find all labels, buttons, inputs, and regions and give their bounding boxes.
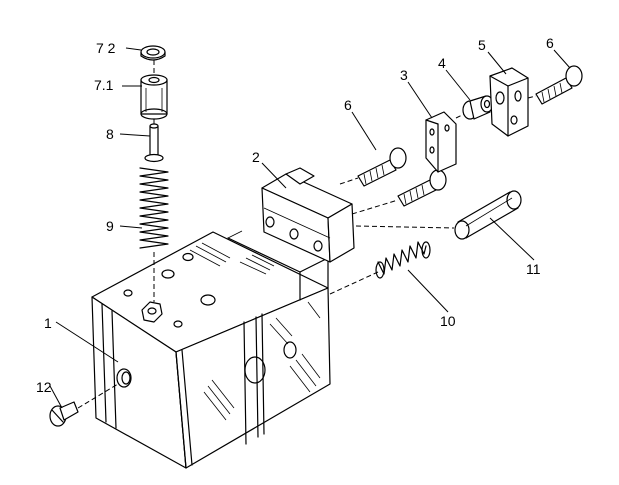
label-part-12: 12 bbox=[36, 379, 52, 395]
label-part-5: 5 bbox=[478, 37, 486, 53]
label-part-1: 1 bbox=[44, 315, 52, 331]
label-part-6-left: 6 bbox=[344, 97, 352, 113]
main-block-body bbox=[91, 230, 331, 469]
label-part-9: 9 bbox=[106, 218, 114, 234]
washer-part-7-2 bbox=[140, 45, 166, 61]
bracket-part-2 bbox=[261, 167, 355, 263]
label-part-3: 3 bbox=[400, 67, 408, 83]
leader-lines bbox=[49, 47, 571, 409]
bushing-part-4 bbox=[455, 95, 494, 120]
part-labels: 1 2 3 4 5 6 6 7.1 7 2 8 9 10 11 12 bbox=[36, 35, 554, 395]
screw-part-6-right bbox=[527, 65, 583, 105]
spring-part-10 bbox=[329, 241, 431, 295]
plate-part-3 bbox=[425, 111, 457, 173]
screw-lower bbox=[351, 169, 447, 215]
screw-part-12 bbox=[49, 383, 119, 427]
screw-part-6-left bbox=[339, 147, 407, 187]
sleeve-part-7-1 bbox=[140, 60, 168, 120]
label-part-10: 10 bbox=[440, 313, 456, 329]
label-part-7-1: 7.1 bbox=[94, 77, 114, 93]
label-part-8: 8 bbox=[106, 126, 114, 142]
label-part-2: 2 bbox=[252, 149, 260, 165]
label-part-4: 4 bbox=[438, 55, 446, 71]
label-part-7-2: 7 2 bbox=[96, 40, 116, 56]
spring-part-9 bbox=[139, 167, 169, 302]
pin-part-8 bbox=[144, 119, 164, 163]
label-part-11: 11 bbox=[526, 261, 541, 277]
label-part-6-right: 6 bbox=[546, 35, 554, 51]
block-part-5 bbox=[489, 67, 529, 137]
rod-part-11 bbox=[355, 190, 522, 240]
